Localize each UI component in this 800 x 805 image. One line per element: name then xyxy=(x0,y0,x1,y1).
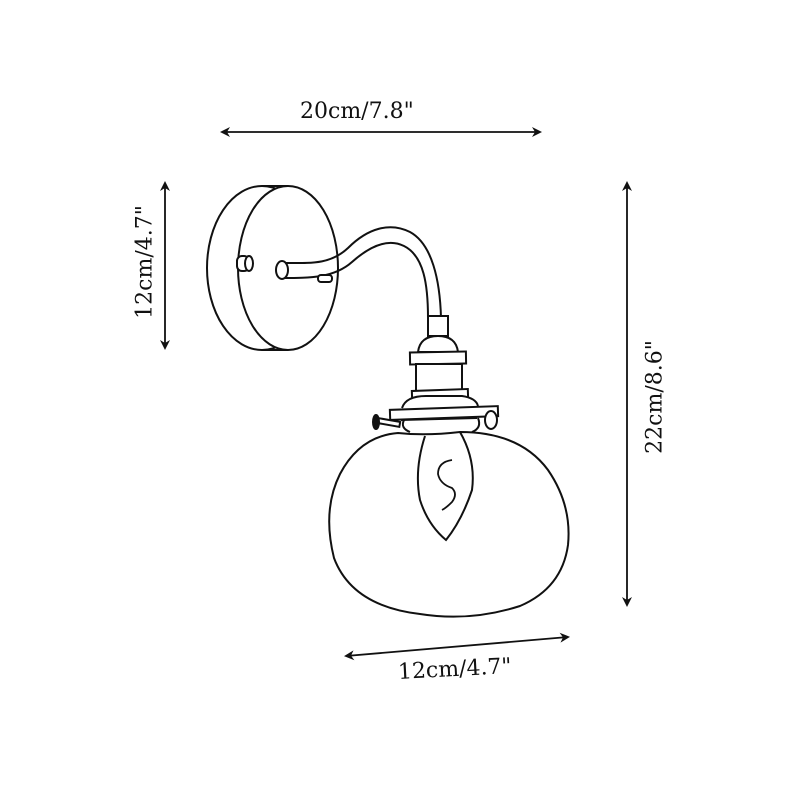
label-backplate-height: 12cm/4.7" xyxy=(132,205,158,319)
label-total-width: 20cm/7.8" xyxy=(300,99,414,124)
socket xyxy=(401,315,479,409)
shade-fitter xyxy=(388,405,500,433)
thumb-screw xyxy=(372,414,402,430)
backplate xyxy=(206,185,339,351)
filament-bulb xyxy=(416,431,474,542)
label-total-height: 22cm/8.6" xyxy=(642,340,668,454)
globe-shade xyxy=(328,430,570,618)
gooseneck-arm xyxy=(275,226,442,319)
dimension-arrow-bottom-width xyxy=(344,632,570,661)
